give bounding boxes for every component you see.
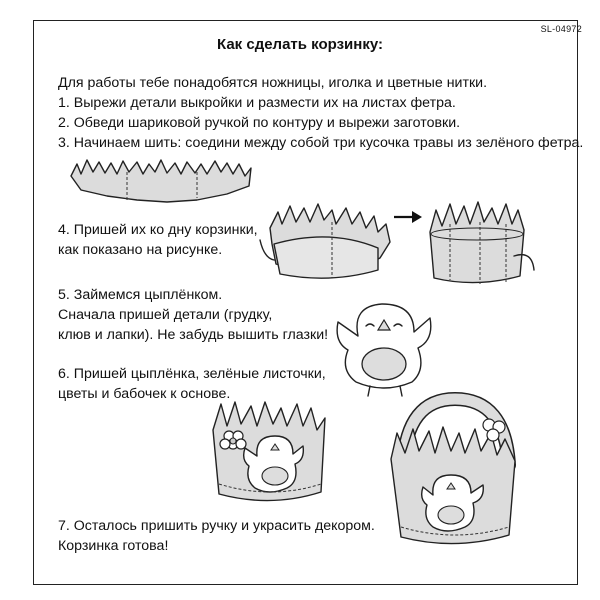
step-7-text-line1: 7. Осталось пришить ручку и украсить дек… [58,518,375,534]
step-3-text: 3. Начинаем шить: соедини между собой тр… [58,135,584,151]
step-2-text: 2. Обведи шариковой ручкой по контуру и … [58,115,461,131]
grass-strip-illustration [70,159,252,203]
product-code: SL-04972 [540,24,582,34]
step-7-text-line2: Корзинка готова! [58,538,169,554]
step-5-text-line2: Сначала пришей детали (грудку, [58,307,273,323]
right-arrow-icon [394,211,422,223]
step-6-text-line2: цветы и бабочек к основе. [58,386,231,402]
page-title: Как сделать корзинку: [217,36,383,53]
basket-with-handle-illustration [390,391,516,545]
step-5-text-line3: клюв и лапки). Не забудь вышить глазки! [58,327,329,343]
chick-illustration [336,303,432,397]
step-4-text-line2: как показано на рисунке. [58,242,223,258]
step-6-text-line1: 6. Пришей цыплёнка, зелёные листочки, [58,366,326,382]
step-4-text-line1: 4. Пришей их ко дну корзинки, [58,222,258,238]
intro-text: Для работы тебе понадобятся ножницы, иго… [58,75,488,91]
step-1-text: 1. Вырежи детали выкройки и размести их … [58,95,456,111]
decorated-basket-illustration [212,401,326,502]
basket-cup-illustration [429,201,535,284]
step-5-text-line1: 5. Займемся цыплёнком. [58,287,223,303]
basket-sewing-illustration [259,203,391,279]
